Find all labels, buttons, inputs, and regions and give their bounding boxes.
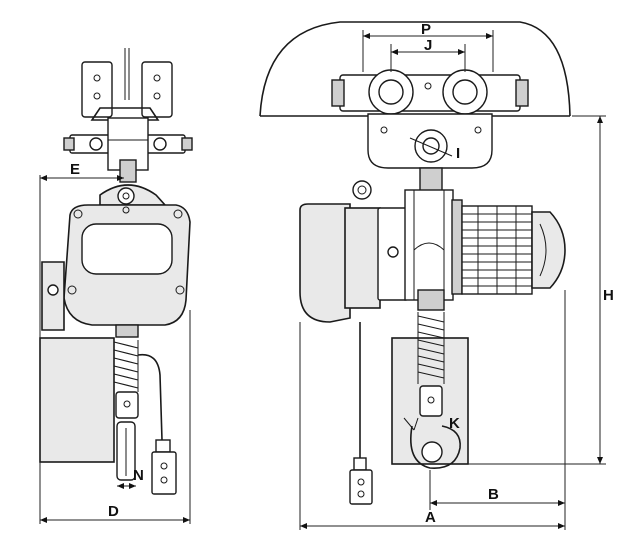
front-view: J P I <box>259 21 614 530</box>
side-trolley <box>63 48 193 183</box>
side-chain-hook <box>113 324 177 495</box>
label-i: I <box>456 145 460 162</box>
dimension-d: D <box>39 310 191 524</box>
front-chain-hook <box>349 289 469 505</box>
label-e: E <box>70 161 80 178</box>
label-b: B <box>488 486 499 503</box>
label-a: A <box>425 509 436 526</box>
side-hoist-body <box>39 184 191 463</box>
side-view: E N D <box>39 48 193 524</box>
label-n: N <box>133 467 144 484</box>
dimension-h: H <box>468 115 614 465</box>
dimension-a: A <box>299 322 565 530</box>
label-d: D <box>108 503 119 520</box>
label-h: H <box>603 287 614 304</box>
front-hoist-body <box>299 180 566 323</box>
label-p: P <box>421 21 431 38</box>
dimension-n: N <box>117 467 144 489</box>
dimension-p: P <box>362 21 494 72</box>
front-trolley <box>331 69 529 199</box>
dimension-e: E <box>39 161 124 338</box>
dimension-b: B <box>429 290 566 530</box>
label-j: J <box>424 37 432 54</box>
dimension-j: J <box>390 37 466 72</box>
label-k: K <box>449 415 460 432</box>
